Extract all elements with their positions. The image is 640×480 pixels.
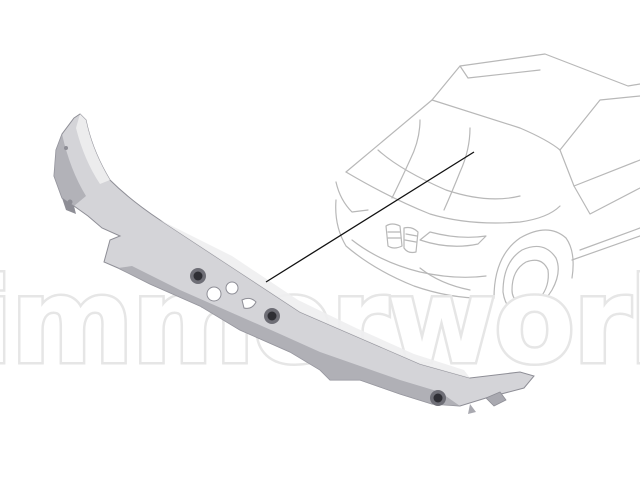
cowl-holes xyxy=(190,268,446,406)
leader-line xyxy=(265,151,475,283)
cowl-panel-part xyxy=(53,113,535,414)
car-front-outline xyxy=(335,53,640,313)
